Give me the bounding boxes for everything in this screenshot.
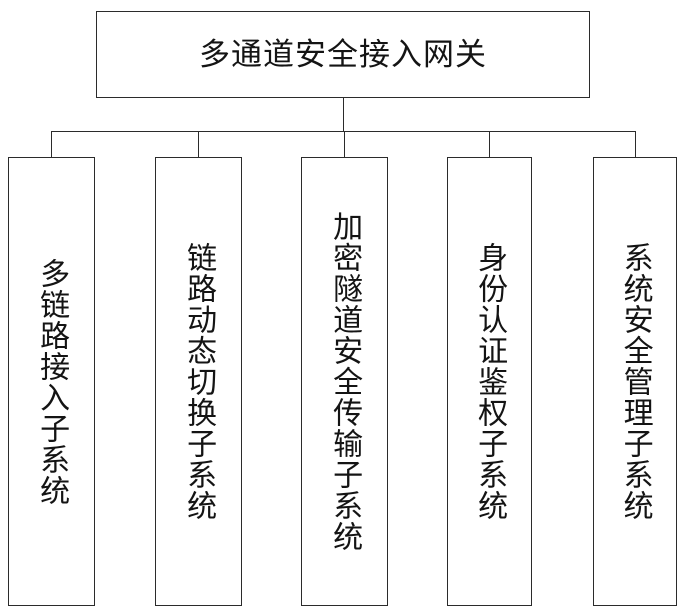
- connector-drop-1: [51, 131, 52, 158]
- connector-bus: [51, 131, 636, 132]
- connector-drop-4: [489, 131, 490, 158]
- connector-drop-2: [198, 131, 199, 158]
- root-node-label: 多通道安全接入网关: [199, 37, 487, 72]
- child-node-label: 身份认证鉴权子系统: [473, 242, 507, 521]
- connector-drop-3: [344, 131, 345, 158]
- connector-root-stem: [343, 98, 344, 132]
- child-node-label: 加密隧道安全传输子系统: [328, 211, 362, 552]
- child-node-identity-authentication[interactable]: 身份认证鉴权子系统: [447, 157, 532, 606]
- child-node-multi-link-access[interactable]: 多链路接入子系统: [8, 157, 95, 606]
- child-node-label: 多链路接入子系统: [35, 257, 69, 506]
- connector-drop-5: [635, 131, 636, 158]
- child-node-label: 链路动态切换子系统: [182, 242, 216, 521]
- child-node-label: 系统安全管理子系统: [618, 242, 652, 521]
- child-node-system-security-management[interactable]: 系统安全管理子系统: [593, 157, 677, 606]
- child-node-encrypted-tunnel-transmission[interactable]: 加密隧道安全传输子系统: [301, 157, 388, 606]
- root-node[interactable]: 多通道安全接入网关: [96, 11, 590, 98]
- child-node-link-dynamic-switching[interactable]: 链路动态切换子系统: [155, 157, 242, 606]
